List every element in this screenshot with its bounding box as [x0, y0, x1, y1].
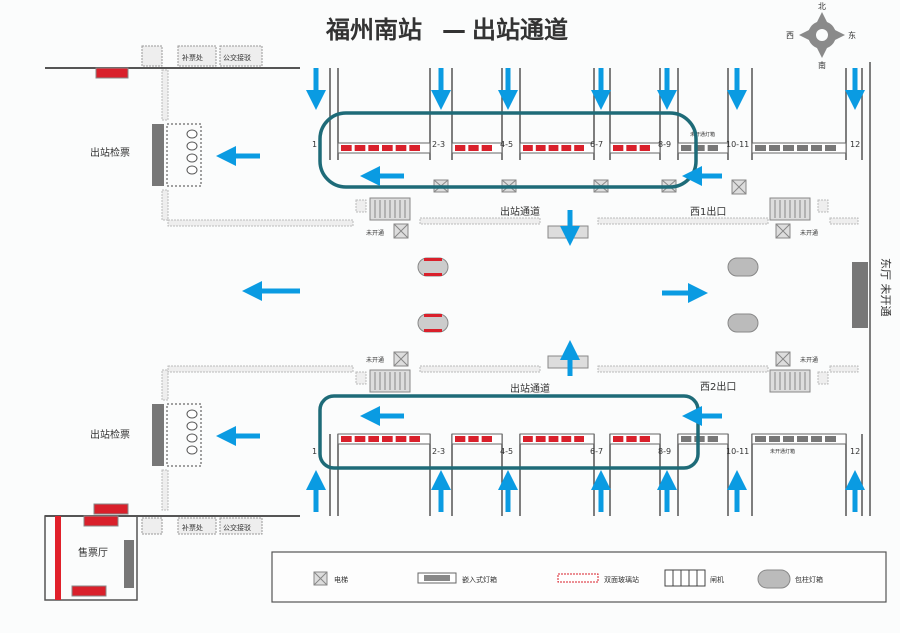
not-open-3: 未开通 — [366, 356, 384, 364]
title-station: 福州南站 — [325, 16, 422, 44]
bottom-platform-label-2: 4-5 — [500, 447, 513, 456]
east-hall-gate — [852, 262, 868, 328]
exit-check-bottom-gate — [152, 404, 164, 466]
compass-east: 东 — [848, 30, 856, 40]
east-hall-label: 东厅 未开通 — [879, 258, 892, 317]
bus-top: 公交接驳 — [223, 53, 251, 62]
compass-north: 北 — [818, 2, 826, 11]
exit-passage-top: 出站通道 — [500, 205, 540, 218]
top-platform-label-4: 8-9 — [658, 140, 671, 149]
legend-elevator-icon — [313, 571, 328, 586]
legend-lightbox: 嵌入式灯箱 — [462, 575, 497, 584]
elevator-icon — [393, 179, 791, 367]
legend-gate: 闸机 — [710, 575, 724, 584]
top-red-stand — [95, 67, 129, 79]
legend-column: 包柱灯箱 — [795, 575, 823, 584]
bottom-elevator-icon — [141, 517, 163, 535]
compass-west: 西 — [786, 31, 794, 40]
compass-icon — [799, 12, 845, 58]
legend-column-icon — [757, 569, 791, 589]
not-open-4: 未开通 — [800, 356, 818, 364]
not-open-lightbox-bottom: 未开通灯箱 — [770, 448, 795, 455]
buy-ticket-bottom: 补票处 — [182, 523, 203, 532]
exit-check-top-gate — [152, 124, 164, 186]
legend-lightbox-icon — [417, 572, 457, 584]
legend-gate-icon — [664, 569, 706, 587]
title-rest: 出站通道 — [472, 16, 568, 44]
highlight-ring-bottom — [318, 394, 700, 470]
bottom-platform-label-6: 12 — [850, 447, 860, 456]
buy-ticket-top: 补票处 — [182, 53, 203, 62]
bus-bottom: 公交接驳 — [223, 523, 251, 532]
top-platform-label-5: 10-11 — [726, 140, 749, 149]
top-platform-label-0: 1 — [312, 140, 317, 149]
exit-passage-bottom: 出站通道 — [510, 382, 550, 395]
bottom-platform-label-4: 8-9 — [658, 447, 671, 456]
bottom-platform-label-0: 1 — [312, 447, 317, 456]
ticket-hall-label: 售票厅 — [78, 546, 108, 559]
top-platform-label-3: 6-7 — [590, 140, 603, 149]
not-open-1: 未开通 — [366, 229, 384, 237]
not-open-2: 未开通 — [800, 229, 818, 237]
exit-check-top: 出站检票 — [90, 146, 130, 159]
top-platform-label-2: 4-5 — [500, 140, 513, 149]
bottom-platform-label-3: 6-7 — [590, 447, 603, 456]
legend-elevator: 电梯 — [334, 575, 348, 584]
top-elevator-icon — [141, 45, 163, 67]
highlight-ring-top — [318, 111, 698, 189]
exit-check-bottom: 出站检票 — [90, 428, 130, 441]
compass-south: 南 — [818, 60, 826, 70]
west2-exit: 西2出口 — [700, 380, 736, 393]
legend-glass-stand: 双面玻璃站 — [604, 575, 639, 584]
title-dash: — — [442, 16, 466, 44]
top-platform-label-6: 12 — [850, 140, 860, 149]
not-open-lightbox-top: 未开通灯箱 — [690, 131, 715, 138]
west1-exit: 西1出口 — [690, 205, 726, 218]
bottom-platform-label-1: 2-3 — [432, 447, 445, 456]
top-platform-label-1: 2-3 — [432, 140, 445, 149]
bottom-platform-label-5: 10-11 — [726, 447, 749, 456]
legend-glass-stand-icon — [557, 573, 599, 583]
